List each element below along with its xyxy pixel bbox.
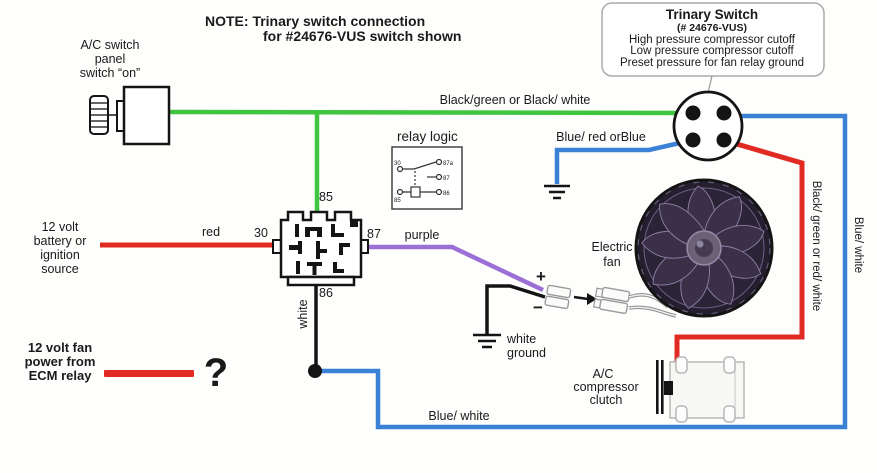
purple-wire-label: purple bbox=[405, 228, 440, 242]
svg-text:87a: 87a bbox=[443, 161, 454, 167]
svg-text:30: 30 bbox=[394, 161, 401, 167]
connector-harness-side bbox=[544, 284, 572, 310]
question-mark: ? bbox=[204, 351, 228, 395]
ac-compressor-clutch bbox=[656, 356, 745, 423]
relay-pin30-label: 30 bbox=[254, 226, 268, 240]
svg-text:Preset pressure for fan relay: Preset pressure for fan relay ground bbox=[620, 57, 804, 69]
electric-fan-image bbox=[634, 178, 774, 318]
wire-red-trinary-compressor bbox=[674, 137, 805, 363]
svg-text:85: 85 bbox=[394, 198, 401, 204]
connector-fan-side bbox=[593, 286, 631, 315]
trinary-terminal bbox=[716, 105, 732, 121]
svg-text:switch “on”: switch “on” bbox=[80, 66, 140, 80]
svg-text:(# 24676-VUS): (# 24676-VUS) bbox=[677, 22, 747, 34]
svg-text:relay logic: relay logic bbox=[397, 129, 458, 144]
svg-text:fan: fan bbox=[603, 255, 620, 269]
relay-pin87-label: 87 bbox=[367, 227, 381, 241]
ecm-annotation: 12 volt fan power from ECM relay ? bbox=[25, 340, 229, 395]
connector-arrow-icon bbox=[573, 293, 597, 305]
trinary-info-box: Trinary Switch (# 24676-VUS) High pressu… bbox=[601, 2, 825, 77]
wire-purple bbox=[366, 244, 544, 293]
trinary-switch-body bbox=[672, 90, 744, 162]
ac-panel-switch bbox=[89, 85, 171, 146]
svg-text:A/C: A/C bbox=[593, 367, 614, 381]
svg-text:ECM relay: ECM relay bbox=[29, 368, 93, 383]
svg-text:High pressure compressor cutof: High pressure compressor cutoff bbox=[629, 34, 796, 46]
red-vertical-label: Black/ green or red/ white bbox=[810, 181, 822, 311]
ground-symbol-trinary bbox=[544, 184, 570, 200]
svg-text:Low pressure compressor cutoff: Low pressure compressor cutoff bbox=[630, 45, 794, 57]
blue-bottom-label: Blue/ white bbox=[428, 409, 489, 423]
svg-text:ignition: ignition bbox=[40, 248, 80, 262]
relay-pin86-label: 86 bbox=[319, 286, 333, 300]
green-wire-label: Black/green or Black/ white bbox=[440, 93, 591, 107]
trinary-terminal bbox=[716, 132, 732, 148]
switch-knob-ridges bbox=[91, 102, 107, 128]
wire-black-fan-ground bbox=[485, 284, 546, 334]
svg-text:ground: ground bbox=[507, 346, 546, 360]
svg-text:12 volt: 12 volt bbox=[42, 220, 79, 234]
ac-switch-label: A/C switch panel switch “on” bbox=[80, 38, 140, 80]
note-text: NOTE: Trinary switch connection for #246… bbox=[205, 13, 461, 44]
battery-label: 12 volt battery or ignition source bbox=[34, 220, 87, 276]
wire-blue-loop bbox=[315, 113, 848, 430]
relay-logic: relay logic 30 85 87a 87 86 bbox=[391, 129, 463, 210]
trinary-terminal bbox=[685, 132, 701, 148]
svg-text:87: 87 bbox=[443, 176, 450, 182]
blue-right-vertical-label: Blue/ white bbox=[852, 217, 864, 273]
relay bbox=[272, 210, 369, 287]
relay-pin-slots bbox=[289, 224, 350, 275]
svg-text:A/C switch: A/C switch bbox=[80, 38, 139, 52]
trinary-terminal bbox=[685, 105, 701, 121]
svg-text:compressor: compressor bbox=[573, 380, 638, 394]
connector-plus: + bbox=[536, 267, 546, 286]
connector-minus: − bbox=[533, 298, 543, 317]
svg-text:clutch: clutch bbox=[590, 393, 623, 407]
wire-green-horizontal bbox=[167, 109, 691, 116]
relay-body bbox=[279, 210, 363, 279]
ecm-red-wire bbox=[104, 370, 194, 377]
electric-fan-label: Electric fan bbox=[592, 240, 633, 269]
relay-pin85-label: 85 bbox=[319, 190, 333, 204]
svg-text:12 volt fan: 12 volt fan bbox=[28, 340, 92, 355]
wire-junction-dot bbox=[308, 364, 322, 378]
svg-text:NOTE: Trinary switch connectio: NOTE: Trinary switch connection bbox=[205, 13, 425, 29]
ground-symbol-white bbox=[473, 333, 501, 349]
svg-text:power from: power from bbox=[25, 354, 96, 369]
compressor-label: A/C compressor clutch bbox=[573, 367, 638, 407]
svg-text:panel: panel bbox=[95, 52, 126, 66]
trinary-leader-line bbox=[707, 75, 713, 94]
svg-text:for #24676-VUS switch shown: for #24676-VUS switch shown bbox=[263, 28, 461, 44]
svg-text:source: source bbox=[41, 262, 79, 276]
red-wire-label: red bbox=[202, 225, 220, 239]
svg-text:86: 86 bbox=[443, 191, 450, 197]
clutch-plate bbox=[656, 360, 673, 414]
svg-text:white: white bbox=[506, 332, 536, 346]
white-wire-vertical-label: white bbox=[296, 299, 310, 329]
svg-text:Electric: Electric bbox=[592, 240, 633, 254]
relay-base bbox=[286, 275, 356, 287]
wire-blue-trinary-ground bbox=[554, 137, 694, 184]
svg-text:Trinary Switch: Trinary Switch bbox=[666, 7, 758, 22]
white-ground-label: white ground bbox=[506, 332, 546, 360]
blue-trinary-label: Blue/ red orBlue bbox=[556, 130, 646, 144]
svg-text:battery or: battery or bbox=[34, 234, 87, 248]
